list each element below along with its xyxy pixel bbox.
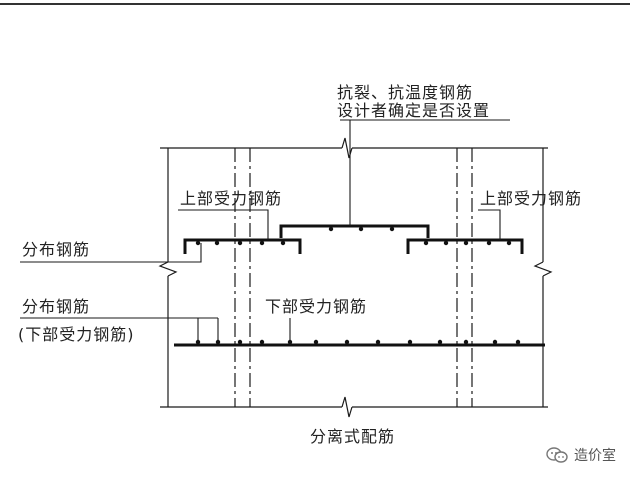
- wechat-icon: [546, 446, 568, 464]
- distribution-rebar-top-label: 分布钢筋: [22, 240, 91, 259]
- lower-rebar-label: 下部受力钢筋: [265, 297, 368, 316]
- upper-rebar-right: [406, 238, 524, 254]
- crack-temperature-rebar: [279, 224, 430, 238]
- distribution-bar-dots-upper-right: [423, 240, 512, 246]
- upper-rebar-left: [183, 238, 302, 254]
- right-break-mark: [533, 261, 553, 277]
- distribution-top-leader: [20, 243, 202, 263]
- crack-rebar-label-line2: 设计者确定是否设置: [337, 101, 491, 120]
- distribution-bar-dots-upper-left: [195, 240, 286, 246]
- distribution-bar-dots-lower: [195, 339, 521, 345]
- left-break-mark: [158, 261, 178, 277]
- distribution-bar-dots-crack: [328, 226, 395, 232]
- crack-rebar-label-line1: 抗裂、抗温度钢筋: [337, 83, 474, 102]
- bottom-break-mark: [341, 396, 353, 418]
- upper-rebar-right-label: 上部受力钢筋: [480, 189, 583, 208]
- upper-rebar-left-label: 上部受力钢筋: [180, 189, 283, 208]
- watermark-text: 造价室: [574, 448, 616, 464]
- watermark: 造价室: [546, 445, 616, 465]
- upper-left-label-leader: [178, 209, 269, 240]
- distribution-rebar-bottom-label: 分布钢筋: [22, 297, 91, 316]
- distribution-rebar-bottom-note: (下部受力钢筋): [18, 325, 135, 344]
- upper-right-label-leader: [478, 209, 501, 240]
- diagram-caption: 分离式配筋: [310, 427, 396, 446]
